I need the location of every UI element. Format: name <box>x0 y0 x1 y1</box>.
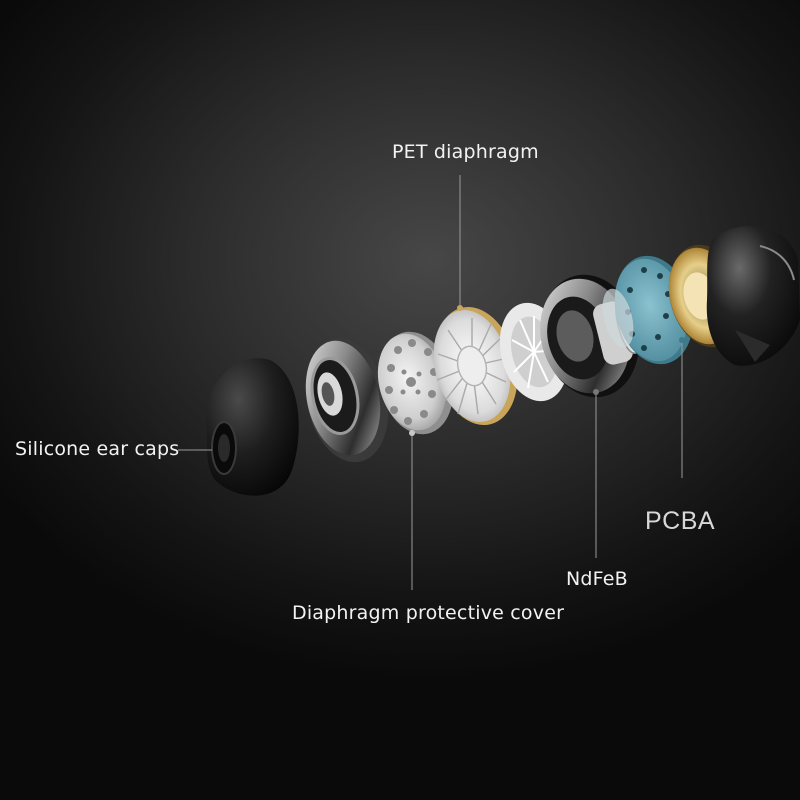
label-silicone-ear-caps: Silicone ear caps <box>15 438 180 460</box>
label-diaphragm-protective-cover: Diaphragm protective cover <box>292 602 565 624</box>
silicone-ear-cap <box>206 358 299 496</box>
label-pcba: PCBA <box>645 507 716 535</box>
nozzle-ring <box>305 337 389 463</box>
earphone-shell <box>706 226 800 366</box>
pet-diaphragm <box>433 306 518 426</box>
leader-lines <box>178 175 685 590</box>
label-ndfeb: NdFeB <box>566 568 628 590</box>
label-pet-diaphragm: PET diaphragm <box>392 141 539 163</box>
